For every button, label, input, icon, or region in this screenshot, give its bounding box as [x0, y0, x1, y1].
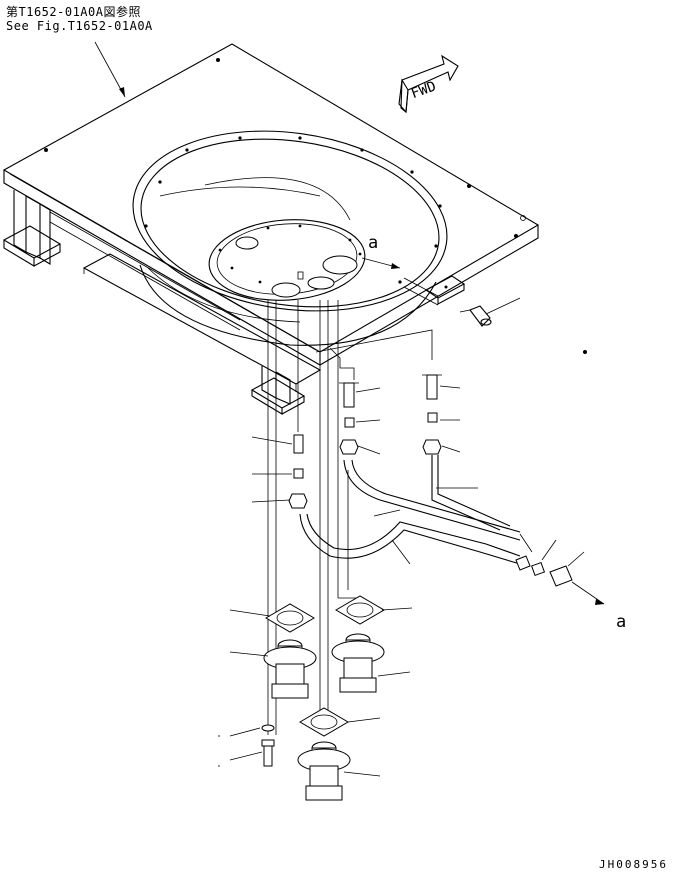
bracket — [424, 275, 466, 305]
fitting-stack-left — [288, 434, 308, 509]
gaskets — [265, 595, 385, 737]
piping-lines — [299, 329, 521, 565]
swing-motor-bottom — [297, 741, 351, 801]
fwd-arrow: FWD — [398, 54, 459, 114]
washer-and-bolt — [261, 724, 275, 767]
swing-motor-left — [263, 639, 317, 699]
figure-reference-en: See Fig.T1652-01A0A — [6, 19, 153, 33]
fwd-label: FWD — [409, 78, 438, 102]
swing-motor-mount-plate — [208, 219, 366, 301]
frame-legs — [2, 190, 306, 415]
fitting-stack-right — [422, 374, 442, 455]
figure-reference-jp: 第T1652-01A0A図参照 — [6, 5, 141, 19]
end-fittings: a — [515, 555, 626, 632]
callout-leaders — [218, 385, 585, 777]
connector-label-upper: a — [368, 233, 378, 253]
reference-leader — [94, 41, 126, 98]
drawing-code: JH008956 — [599, 858, 668, 871]
swing-motor-center — [331, 633, 385, 693]
side-panel — [82, 253, 322, 392]
fitting-stack-center — [339, 382, 359, 455]
connector-label-lower: a — [616, 612, 626, 632]
connector-a-upper: a — [361, 233, 439, 306]
circle-gear-bowl — [132, 130, 448, 346]
top-plate — [2, 43, 587, 366]
elbow-fitting — [459, 297, 521, 327]
